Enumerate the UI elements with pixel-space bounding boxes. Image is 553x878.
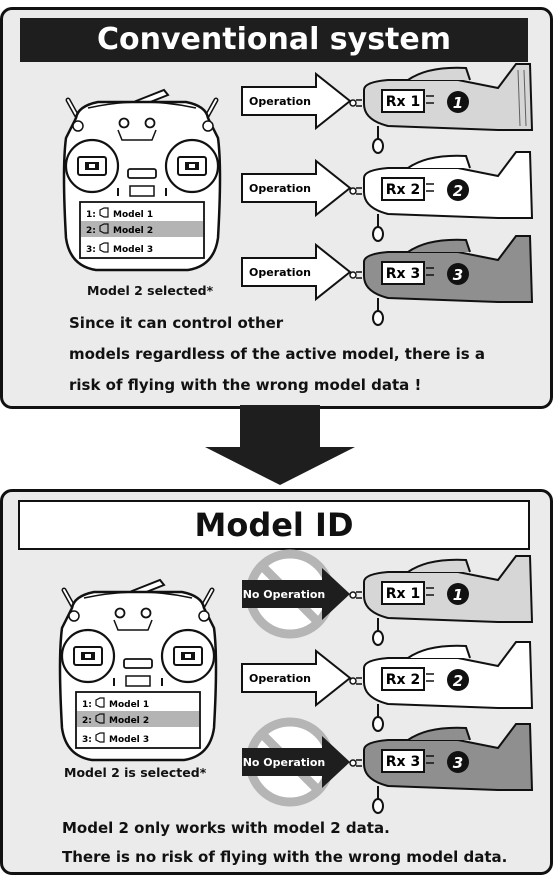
airplane-rx3: Rx 3 3 (349, 235, 534, 326)
airplane-rx1: Rx 1 1 (349, 63, 534, 154)
svg-text:Rx 1: Rx 1 (386, 586, 420, 602)
airplane-rx2: Rx 2 2 (349, 641, 534, 732)
bottom-text-line-2: There is no risk of flying with the wron… (62, 848, 508, 866)
svg-text:3: 3 (453, 266, 463, 284)
svg-text:Rx 2: Rx 2 (386, 672, 420, 688)
transmitter-top: 1: Model 1 2: Model 2 3: Model 3 (62, 88, 222, 272)
svg-text:Operation: Operation (249, 672, 311, 685)
top-text-line-3: risk of flying with the wrong model data… (69, 376, 422, 394)
airplane-rx1: Rx 1 1 (349, 555, 534, 646)
svg-text:Operation: Operation (249, 266, 311, 279)
operation-arrow-1: Operation (241, 71, 352, 131)
operation-arrow-2: Operation (241, 158, 352, 218)
model-id-title: Model ID (18, 500, 530, 550)
top-caption: Model 2 selected* (87, 283, 214, 298)
svg-text:2: 2 (453, 672, 463, 690)
svg-text:1: 1 (453, 586, 463, 604)
mini-tx-icon (95, 697, 105, 743)
airplane-rx3: Rx 3 3 (349, 723, 534, 814)
screen-line-3: 3: Model 3 (82, 735, 149, 745)
svg-text:Rx 1: Rx 1 (386, 94, 420, 110)
screen-line-3: 3: Model 3 (86, 245, 153, 255)
operation-arrow-3: Operation (241, 242, 352, 302)
mini-tx-icon (99, 207, 109, 253)
operation-arrow-2: Operation (241, 648, 352, 708)
conventional-title: Conventional system (20, 18, 528, 62)
svg-text:Rx 3: Rx 3 (386, 754, 420, 770)
svg-text:Operation: Operation (249, 182, 311, 195)
top-text-line-2: models regardless of the active model, t… (69, 345, 486, 363)
prohibited-arrow-3: No Operation (242, 717, 350, 807)
screen-line-2: 2: Model 2 (82, 716, 149, 726)
top-diagram: Operation Operation Operation Rx 1 1 Rx … (241, 63, 534, 326)
svg-text:No Operation: No Operation (243, 756, 326, 769)
svg-text:1: 1 (453, 94, 463, 112)
svg-text:Rx 3: Rx 3 (386, 266, 420, 282)
prohibited-arrow-1: No Operation (242, 549, 350, 639)
svg-text:3: 3 (453, 754, 463, 772)
svg-text:Rx 2: Rx 2 (386, 182, 420, 198)
transmitter-bottom: 1: Model 1 2: Model 2 3: Model 3 (58, 578, 218, 762)
screen-line-1: 1: Model 1 (86, 210, 153, 220)
bottom-caption: Model 2 is selected* (64, 765, 207, 780)
airplane-rx2: Rx 2 2 (349, 151, 534, 242)
bottom-text-line-1: Model 2 only works with model 2 data. (62, 819, 390, 837)
svg-text:2: 2 (453, 182, 463, 200)
svg-text:Operation: Operation (249, 95, 311, 108)
screen-line-1: 1: Model 1 (82, 700, 149, 710)
top-text-line-1: Since it can control other (69, 314, 284, 332)
svg-text:No Operation: No Operation (243, 588, 326, 601)
down-arrow (205, 405, 355, 485)
screen-line-2: 2: Model 2 (86, 226, 153, 236)
bottom-diagram: No Operation Operation No Operation Rx 1… (241, 549, 534, 814)
